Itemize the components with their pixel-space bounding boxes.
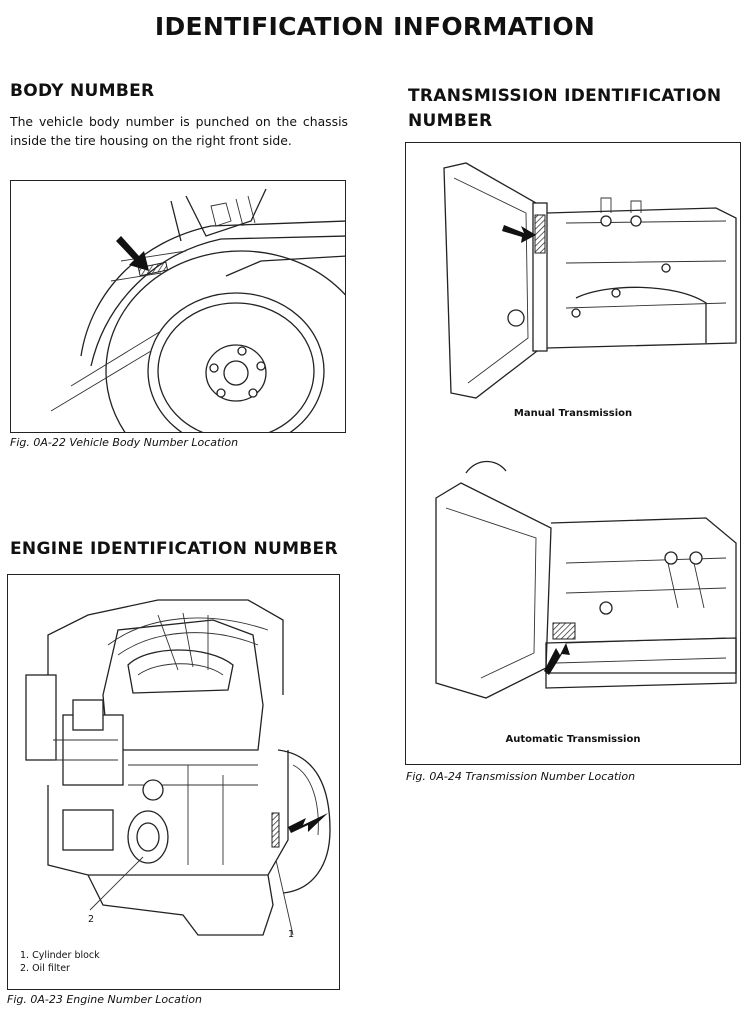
callout-1: 1 [288,929,295,940]
legend-item-cylinder-block: 1. Cylinder block [20,950,100,961]
transmission-number-figure: Manual Transmission Automatic Transmissi… [405,142,741,765]
transmission-number-caption: Fig. 0A-24 Transmission Number Location [406,770,636,783]
transmission-number-heading: TRANSMISSION IDENTIFICATION NUMBER [408,84,721,134]
body-number-caption: Fig. 0A-22 Vehicle Body Number Location [10,436,239,449]
body-number-description: The vehicle body number is punched on th… [10,114,348,148]
engine-legend: 1. Cylinder block 2. Oil filter [20,949,100,975]
engine-number-figure: 2 1 1. Cylinder block 2. Oil filter [7,574,340,990]
engine-number-caption: Fig. 0A-23 Engine Number Location [7,993,202,1006]
body-number-figure [10,180,346,433]
callout-2: 2 [88,914,95,925]
automatic-transmission-label: Automatic Transmission [505,734,641,745]
page-title: IDENTIFICATION INFORMATION [154,12,596,41]
body-number-heading: BODY NUMBER [10,81,155,101]
legend-item-oil-filter: 2. Oil filter [20,963,70,974]
transmission-heading-line1: TRANSMISSION IDENTIFICATION [408,86,722,106]
engine-number-heading: ENGINE IDENTIFICATION NUMBER [10,539,338,559]
transmission-heading-line2: NUMBER [408,111,493,131]
manual-transmission-label: Manual Transmission [513,408,633,419]
